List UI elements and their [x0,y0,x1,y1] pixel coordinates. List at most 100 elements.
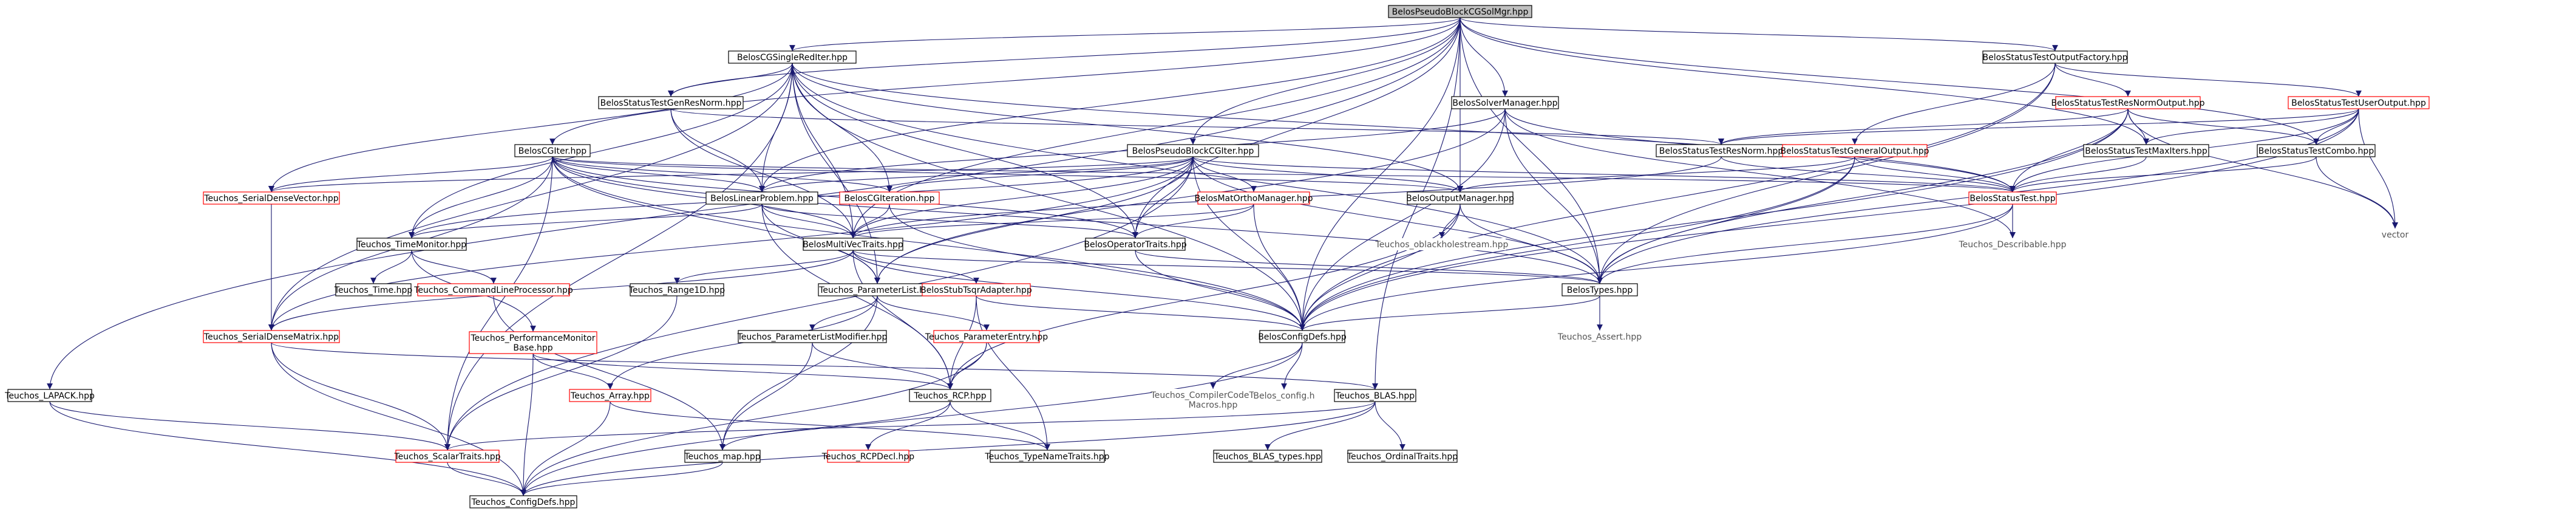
node-typename[interactable]: Teuchos_TypeNameTraits.hpp [984,450,1110,463]
node-outmgr[interactable]: BelosOutputManager.hpp [1406,191,1514,205]
node-box [2257,144,2376,157]
edge-testoutfact-to-belostypes [1597,63,2056,284]
node-box [1213,450,1322,463]
edge-root-to-multivec [850,17,1461,239]
edge-maxiters-to-statustest [2010,156,2147,193]
node-orthomgr[interactable]: BelosMatOrthoManager.hpp [1195,191,1313,205]
edge-multivec-to-range1d [674,250,854,284]
node-solvemgr[interactable]: BelosSolverManager.hpp [1451,96,1559,109]
node-label: BelosStubTsqrAdapter.hpp [920,286,1032,295]
edge-tblas-to-configdefs [520,401,1376,496]
edge-useroutput-to-vector [2358,108,2398,229]
node-vector[interactable]: vector [2380,228,2410,241]
node-belostypes[interactable]: BelosTypes.hpp [1562,283,1638,296]
file-nodes: BelosPseudoBlockCGSolMgr.hppBelosCGSingl… [4,5,2430,508]
edge-serdensemat-to-configdefs [271,342,526,496]
node-tarray[interactable]: Teuchos_Array.hpp [569,389,651,402]
node-label: BelosCGSingleRedIter.hpp [737,53,848,63]
edge-multivec-to-belosconfig [852,250,1305,331]
node-optraits[interactable]: BelosOperatorTraits.hpp [1084,238,1187,251]
node-oblackhole[interactable]: Teuchos_oblackholestream.hpp [1375,238,1509,250]
edge-pseudocgiter-to-cgiteration [886,156,1194,193]
node-ordinal[interactable]: Teuchos_OrdinalTraits.hpp [1347,450,1458,463]
node-box [684,450,761,463]
node-tassert[interactable]: Teuchos_Assert.hpp [1557,330,1642,343]
node-plmodifier[interactable]: Teuchos_ParameterListModifier.hpp [737,330,888,343]
node-cmdline[interactable]: Teuchos_CommandLineProcessor.hpp [413,283,573,296]
node-resnorm[interactable]: BelosStatusTestResNorm.hpp [1656,144,1787,157]
node-label: Base.hpp [513,343,552,353]
edge-outmgr-to-trcp [947,204,1461,390]
edge-trcp-to-typename [950,401,1050,451]
edge-useroutput-to-resnorm [1718,108,2359,145]
edge-trcp-to-tmap [719,401,951,451]
edge-root-to-genresnorm [668,17,1461,97]
node-label: BelosMultiVecTraits.hpp [803,240,903,250]
node-range1d[interactable]: Teuchos_Range1D.hpp [628,283,725,296]
edge-cgsingle-to-outmgr [792,63,1463,193]
edge-testoutfact-to-resnormout [2054,63,2131,97]
node-serdensevec[interactable]: Teuchos_SerialDenseVector.hpp [203,191,340,205]
edge-belosconfig-to-configdefs [520,342,1303,496]
node-linprob[interactable]: BelosLinearProblem.hpp [705,191,818,205]
node-multivec[interactable]: BelosMultiVecTraits.hpp [803,238,903,251]
node-label: Teuchos_LAPACK.hpp [4,391,95,401]
node-label: Teuchos_ParameterEntry.hpp [925,332,1048,342]
node-cgsingle[interactable]: BelosCGSingleRedIter.hpp [728,50,857,64]
node-belos_config[interactable]: Belos_config.h [1253,389,1315,402]
edge-timemon-to-ttime [370,250,412,284]
edge-serdensemat-to-scalartraits [271,342,450,451]
edge-genoutput-to-outmgr [1457,156,1855,193]
node-label: BelosCGIter.hpp [518,146,587,156]
node-statustest[interactable]: BelosStatusTest.hpp [1968,191,2057,205]
node-genoutput[interactable]: BelosStatusTestGeneralOutput.hpp [1780,144,1929,157]
node-tsqr[interactable]: BelosStubTsqrAdapter.hpp [920,283,1032,296]
node-label: BelosPseudoBlockCGIter.hpp [1132,146,1254,156]
edge-cgiter-to-timemon [409,156,553,239]
edge-root-to-solvemgr [1460,17,1508,97]
edge-perfmon-to-configdefs [520,353,534,496]
edge-combo-to-statustest [2010,156,2317,193]
node-describable[interactable]: Teuchos_Describable.hpp [1955,238,2070,250]
node-useroutput[interactable]: BelosStatusTestUserOutput.hpp [2288,96,2430,109]
edge-root-to-linprob [759,17,1461,193]
node-box [1955,238,2070,250]
edge-genresnorm-to-linprob [670,108,765,193]
node-cgiteration[interactable]: BelosCGIteration.hpp [839,191,940,205]
edge-cgiter-to-multivec [552,156,856,239]
node-paramentry[interactable]: Teuchos_ParameterEntry.hpp [925,330,1048,343]
node-cgiter[interactable]: BelosCGIter.hpp [514,144,591,157]
edge-cgsingle-to-optraits [792,63,1138,239]
node-box [1562,283,1638,296]
node-box [922,283,1031,296]
node-ttime[interactable]: Teuchos_Time.hpp [334,283,413,296]
node-belosconfig[interactable]: BelosConfigDefs.hpp [1258,330,1347,343]
node-tmap[interactable]: Teuchos_map.hpp [684,450,761,463]
node-trcp[interactable]: Teuchos_RCP.hpp [909,389,991,402]
edge-tarray-to-typename [610,401,1050,451]
node-serdensemat[interactable]: Teuchos_SerialDenseMatrix.hpp [203,330,340,343]
edge-cgiter-to-belosconfig [552,156,1305,331]
node-box [1127,144,1259,157]
node-paramlist[interactable]: Teuchos_ParameterList.hpp [818,283,937,296]
node-lapack[interactable]: Teuchos_LAPACK.hpp [4,389,95,402]
node-label: BelosTypes.hpp [1567,286,1633,295]
edge-paramlist-to-plmodifier [809,295,878,331]
node-root[interactable]: BelosPseudoBlockCGSolMgr.hpp [1388,5,1532,18]
node-label: Teuchos_Time.hpp [334,286,413,295]
node-combo[interactable]: BelosStatusTestCombo.hpp [2257,144,2376,157]
node-timemon[interactable]: Teuchos_TimeMonitor.hpp [356,238,467,251]
node-blastypes[interactable]: Teuchos_BLAS_types.hpp [1213,450,1322,463]
node-maxiters[interactable]: BelosStatusTestMaxIters.hpp [2083,144,2209,157]
node-rcpdecl[interactable]: Teuchos_RCPDecl.hpp [821,450,915,463]
node-pseudocgiter[interactable]: BelosPseudoBlockCGIter.hpp [1127,144,1259,157]
node-resnormout[interactable]: BelosStatusTestResNormOutput.hpp [2051,96,2205,109]
node-configdefs[interactable]: Teuchos_ConfigDefs.hpp [469,495,577,508]
node-genresnorm[interactable]: BelosStatusTestGenResNorm.hpp [598,96,744,109]
node-tblas[interactable]: Teuchos_BLAS.hpp [1334,389,1416,402]
node-label: Teuchos_ParameterList.hpp [818,286,936,295]
node-label: BelosOperatorTraits.hpp [1084,240,1186,250]
node-testoutfact[interactable]: BelosStatusTestOutputFactory.hpp [1982,50,2128,64]
node-scalartraits[interactable]: Teuchos_ScalarTraits.hpp [393,450,501,463]
